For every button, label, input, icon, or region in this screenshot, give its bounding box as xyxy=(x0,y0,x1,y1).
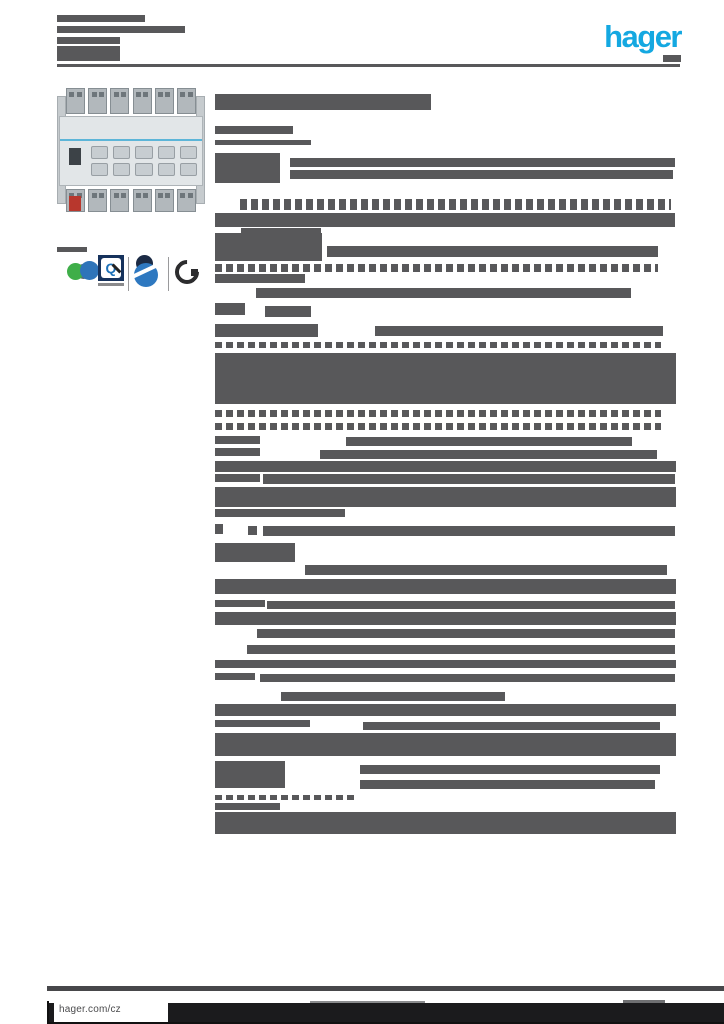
greeked-text-bar xyxy=(215,324,318,337)
product-body xyxy=(59,116,203,186)
greeked-text-bar xyxy=(215,94,431,110)
greeked-text-bar xyxy=(215,213,675,227)
greeked-text-bar xyxy=(290,170,673,179)
greeked-text-bar xyxy=(240,199,671,210)
greeked-text-bar xyxy=(215,720,310,727)
logo-separator xyxy=(128,257,129,291)
greeked-text-bar xyxy=(215,342,661,348)
greeked-text-bar xyxy=(57,247,87,252)
greeked-text-bar xyxy=(263,526,675,536)
hager-logo: hager xyxy=(604,19,682,54)
greeked-text-bar xyxy=(215,795,355,800)
footer-band xyxy=(47,1003,724,1022)
greeked-text-bar xyxy=(215,264,658,272)
q-quality-certification-logo-icon: Q xyxy=(98,255,124,287)
q-letter: Q xyxy=(101,258,121,278)
footer-rule xyxy=(47,986,724,991)
logo-separator xyxy=(168,257,169,291)
greeked-text-bar xyxy=(57,46,120,61)
greeked-text-bar xyxy=(215,487,676,507)
certification-logos: Q xyxy=(57,254,205,296)
greeked-text-bar xyxy=(215,524,223,534)
greeked-text-bar xyxy=(247,645,675,654)
product-label xyxy=(69,148,81,165)
greeked-text-bar xyxy=(215,126,293,134)
greeked-text-bar xyxy=(215,353,676,404)
greeked-text-bar xyxy=(215,461,676,472)
greeked-text-bar xyxy=(375,326,663,336)
greeked-text-bar xyxy=(215,803,280,810)
product-bottom-terminals xyxy=(66,186,196,212)
greeked-text-bar xyxy=(263,474,675,484)
greeked-text-bar xyxy=(215,543,295,562)
greeked-text-bar xyxy=(320,450,657,459)
greeked-text-bar xyxy=(281,692,505,701)
greeked-text-bar xyxy=(215,140,311,145)
greeked-text-bar xyxy=(327,246,658,257)
greeked-text-bar xyxy=(215,733,676,756)
greeked-text-bar xyxy=(265,306,311,317)
product-buttons xyxy=(91,146,197,176)
product-red-connector xyxy=(69,196,81,211)
greeked-text-bar xyxy=(360,780,655,789)
greeked-text-bar xyxy=(215,233,322,261)
header-rule xyxy=(57,64,680,67)
greeked-text-bar xyxy=(215,704,676,716)
greeked-text-bar xyxy=(215,423,661,430)
greeked-text-bar xyxy=(57,15,145,22)
greeked-text-bar xyxy=(360,765,660,774)
greeked-text-bar xyxy=(57,37,120,44)
footer-bottom-crop-mark xyxy=(47,1022,724,1024)
product-cyan-stripe xyxy=(60,139,202,141)
green-blue-circles-certification-logo-icon xyxy=(67,260,107,284)
greeked-text-bar xyxy=(257,629,675,638)
greeked-text-bar xyxy=(215,812,676,834)
product-top-terminals xyxy=(66,88,196,117)
greeked-text-bar xyxy=(241,228,321,233)
greeked-text-bar xyxy=(57,26,185,33)
greeked-text-bar xyxy=(305,565,667,575)
greeked-text-bar xyxy=(215,600,265,607)
greeked-text-bar xyxy=(215,509,345,517)
greeked-text-bar xyxy=(215,153,280,183)
greeked-text-bar xyxy=(256,288,631,298)
blue-swirl-certification-logo-icon xyxy=(131,255,163,289)
greeked-text-bar xyxy=(215,448,260,456)
greeked-text-bar xyxy=(215,303,245,315)
greeked-text-bar xyxy=(260,674,675,682)
footer-left-crop-mark xyxy=(47,1001,49,1024)
greeked-text-bar xyxy=(215,761,285,788)
greeked-text-bar xyxy=(346,437,632,446)
product-image xyxy=(57,88,205,212)
greeked-text-bar xyxy=(215,660,676,668)
greeked-text-bar xyxy=(215,274,305,283)
greeked-text-bar xyxy=(215,612,676,625)
greeked-text-bar xyxy=(215,673,255,680)
footer-website-box: hager.com/cz xyxy=(54,997,168,1022)
footer-website-link[interactable]: hager.com/cz xyxy=(59,1004,121,1015)
greeked-text-bar xyxy=(267,601,675,609)
greeked-text-bar xyxy=(248,526,257,535)
greeked-text-bar xyxy=(215,410,661,417)
greeked-text-bar xyxy=(215,436,260,444)
greeked-text-bar xyxy=(215,579,676,594)
greeked-text-bar xyxy=(363,722,660,730)
dark-ring-certification-logo-icon xyxy=(170,255,204,289)
greeked-text-bar xyxy=(215,474,260,482)
greeked-text-bar xyxy=(290,158,675,167)
greeked-text-bar xyxy=(663,55,681,62)
